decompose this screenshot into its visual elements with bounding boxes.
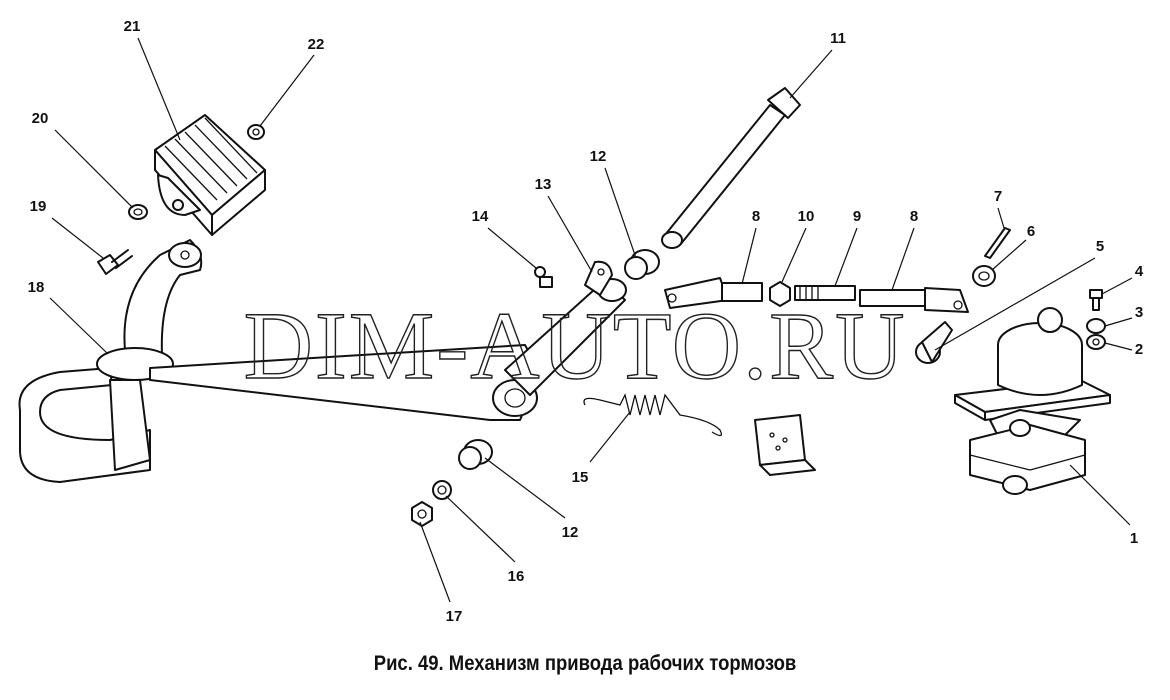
part-nut-17 <box>411 501 433 527</box>
callout-4: 4 <box>1135 263 1144 280</box>
part-pin-5 <box>915 321 953 364</box>
callout-2: 2 <box>1135 341 1143 358</box>
part-bushing-12-top <box>624 249 660 280</box>
part-washer-20 <box>128 204 148 220</box>
callout-11: 11 <box>830 30 846 47</box>
part-washer-6 <box>972 265 996 287</box>
figure-caption: Рис. 49. Механизм привода рабочих тормоз… <box>373 652 797 675</box>
part-threaded-rod-9 <box>794 285 856 301</box>
callout-17: 17 <box>446 608 463 625</box>
part-grease-fitting <box>534 266 553 288</box>
part-pedal-pad <box>154 114 266 236</box>
part-washer-3 <box>1086 318 1106 334</box>
part-clevis-8-right <box>859 287 969 313</box>
callout-10: 10 <box>798 208 815 225</box>
callout-8-left: 8 <box>752 208 760 225</box>
part-pedal-arm <box>18 239 203 483</box>
callout-15: 15 <box>572 469 589 486</box>
part-lever <box>149 260 627 421</box>
callout-12-top: 12 <box>590 148 607 165</box>
callout-21: 21 <box>124 18 141 35</box>
part-nut-2 <box>1086 334 1106 350</box>
part-nut-22 <box>247 124 265 140</box>
part-washer-16 <box>432 480 452 500</box>
part-bolt-19 <box>97 249 133 275</box>
callout-5: 5 <box>1096 238 1104 255</box>
part-bracket <box>754 414 816 476</box>
callout-18: 18 <box>28 279 45 296</box>
part-clevis-8-left <box>664 277 763 309</box>
callout-13: 13 <box>535 176 552 193</box>
part-spring-15 <box>583 393 723 437</box>
watermark: DIM-AUTO.RU <box>244 292 907 399</box>
part-bolt-4 <box>1089 289 1103 311</box>
callout-16: 16 <box>508 568 525 585</box>
part-bushing-12-bottom <box>458 439 493 470</box>
callout-labels: 21 22 20 19 18 11 12 13 14 8 10 9 8 7 6 … <box>28 18 1144 625</box>
callout-7: 7 <box>994 188 1002 205</box>
leader-lines <box>49 37 1133 603</box>
callout-14: 14 <box>472 208 489 225</box>
callout-1: 1 <box>1130 530 1138 547</box>
callout-12-bottom: 12 <box>562 524 579 541</box>
part-push-rod-11 <box>661 87 801 249</box>
callout-19: 19 <box>30 198 47 215</box>
part-brake-valve-1 <box>954 307 1111 495</box>
callout-3: 3 <box>1135 304 1143 321</box>
callout-6: 6 <box>1027 223 1035 240</box>
part-cotter-pin-7 <box>984 227 1011 259</box>
callout-20: 20 <box>32 110 49 127</box>
callout-22: 22 <box>308 36 325 53</box>
part-nut-10 <box>769 281 791 307</box>
callout-9: 9 <box>853 208 861 225</box>
callout-8-right: 8 <box>910 208 918 225</box>
